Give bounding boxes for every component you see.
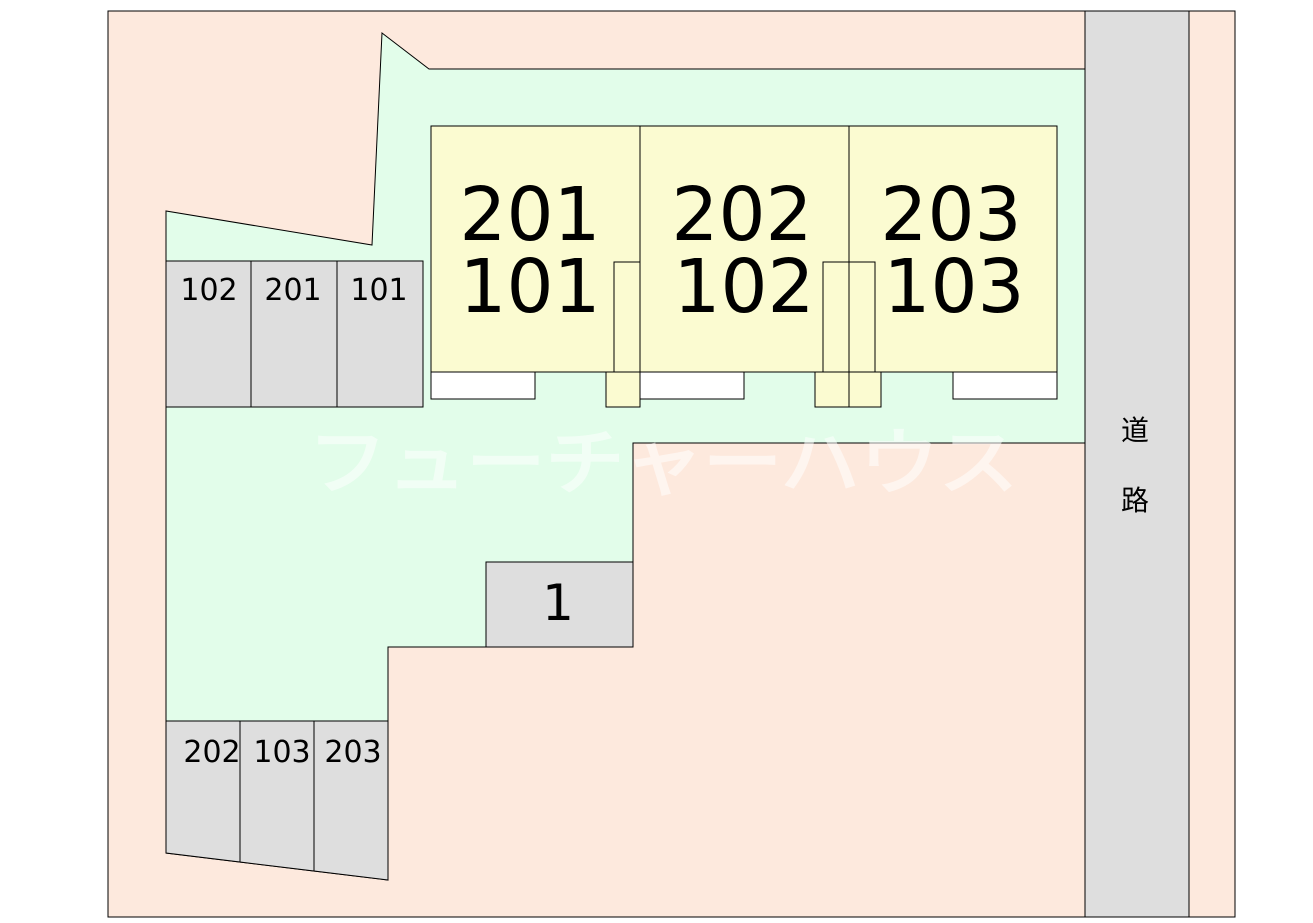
unit-label-upper-1: 201 <box>459 172 600 258</box>
road-label-char-1: 道 <box>1121 414 1149 447</box>
parking-space-single <box>485 561 634 648</box>
parking-label: 103 <box>253 735 310 770</box>
unit-label-lower-2: 102 <box>673 244 814 330</box>
unit-label-lower-1: 101 <box>459 244 600 330</box>
staircase <box>814 371 850 408</box>
unit-label-upper-2: 202 <box>671 172 812 258</box>
parking-space <box>250 260 338 408</box>
unit-block-3 <box>848 125 1058 373</box>
unit-block-2 <box>639 125 850 373</box>
parking-label: 101 <box>350 273 407 308</box>
parking-label: 201 <box>264 273 321 308</box>
parking-label: 102 <box>180 273 237 308</box>
parking-area-top: 102 201 101 <box>165 260 424 408</box>
road-label-char-2: 路 <box>1121 484 1149 517</box>
staircase <box>848 371 882 408</box>
watermark: フューチャーハウス <box>308 421 1018 505</box>
staircase <box>605 371 641 408</box>
unit-label-lower-3: 103 <box>883 244 1024 330</box>
parking-label: 1 <box>542 574 574 632</box>
parking-area-bottom: 202 103 203 <box>165 720 389 881</box>
parking-label: 203 <box>324 735 381 770</box>
balcony <box>430 371 536 400</box>
parking-space <box>313 720 389 881</box>
building: 201 101 202 102 203 103 <box>430 125 1058 408</box>
unit-label-upper-3: 203 <box>880 172 1021 258</box>
balcony <box>639 371 745 400</box>
unit-block-1 <box>430 125 641 373</box>
parking-label: 202 <box>183 735 240 770</box>
road <box>1084 10 1190 918</box>
balcony <box>952 371 1058 400</box>
parking-space <box>336 260 424 408</box>
